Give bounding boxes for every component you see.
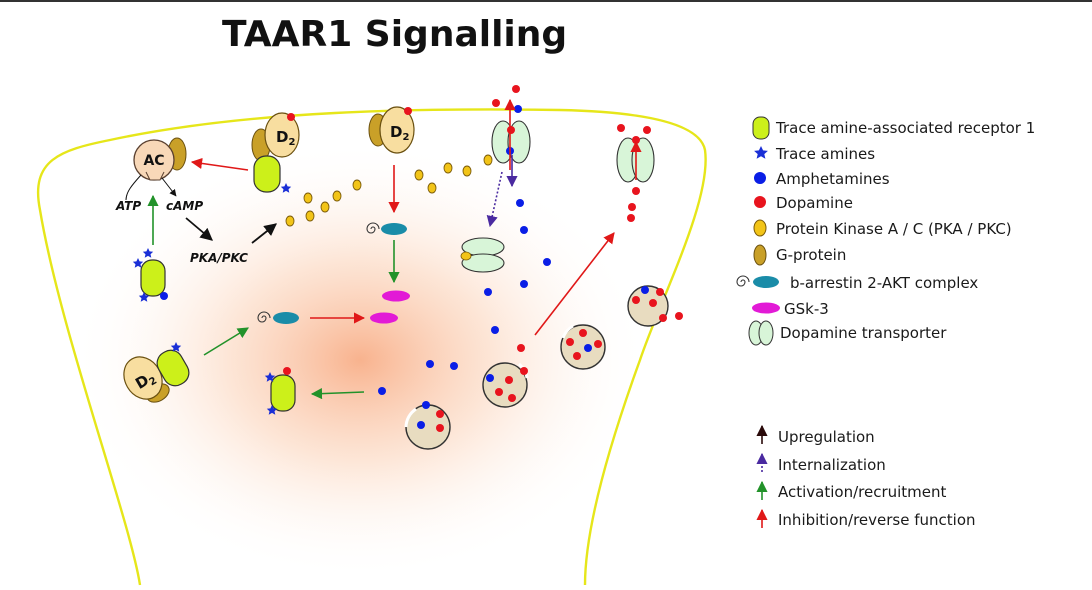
- amphetamine-scatter: [426, 199, 551, 370]
- gsk3-bottom: [370, 312, 398, 324]
- legend-label-gsk3: GSk-3: [784, 300, 829, 318]
- trace-amine-star-icon: [754, 146, 768, 159]
- legend-label-dopamine-transporter: Dopamine transporter: [780, 324, 947, 342]
- legend-label-arrestin-akt: b-arrestin 2-AKT complex: [790, 274, 978, 292]
- cytoplasm-glow: [70, 140, 650, 580]
- amphetamine-near-taar1: [378, 387, 386, 395]
- arrestin-akt-complex-icon: [736, 275, 779, 288]
- d2-receptor-top-middle: D2: [368, 106, 415, 154]
- camp-label: cAMP: [166, 199, 203, 213]
- gsk3-top: [382, 290, 410, 302]
- vesicle-4: [627, 285, 683, 327]
- d2-activate-arrestin-arrow: [203, 327, 249, 356]
- dopamine-transporter-membrane: [491, 85, 531, 164]
- taar1-inhibit-ac-arrow: [190, 157, 249, 171]
- svg-text:D2: D2: [390, 123, 409, 143]
- pka-pkc-oval-icon: [753, 219, 767, 237]
- legend-label-taar1: Trace amine-associated receptor 1: [775, 119, 1035, 137]
- taar1-receptor-icon: [752, 116, 770, 140]
- legend: Trace amine-associated receptor 1 Trace …: [736, 116, 1035, 529]
- legend-label-activation: Activation/recruitment: [778, 483, 947, 501]
- d2-sub-3: 2: [147, 375, 159, 388]
- vesicle-release-arrow: [534, 232, 615, 336]
- legend-label-amphetamines: Amphetamines: [776, 170, 890, 188]
- arrestin-akt-complex-top: [366, 222, 407, 235]
- dopamine-near-vesicle: [517, 344, 525, 352]
- legend-label-dopamine: Dopamine: [776, 194, 853, 212]
- g-protein-oval-icon: [753, 244, 767, 266]
- d2-label-2: D: [390, 123, 402, 141]
- vesicle-3: [560, 324, 606, 370]
- ac-label: AC: [143, 153, 164, 169]
- taar1-receptor-top: [253, 155, 292, 193]
- pka-pkc-label: PKA/PKC: [190, 251, 248, 265]
- cell-membrane: [37, 108, 707, 586]
- pka-to-d2-arrow: [251, 223, 277, 244]
- atp-label: ATP: [115, 199, 141, 213]
- top-border: [0, 0, 1092, 2]
- dat-internalization-arrow: [486, 171, 503, 228]
- d2-sub-1: 2: [288, 137, 295, 148]
- legend-label-internalization: Internalization: [778, 456, 886, 474]
- dopamine-dot-icon: [754, 196, 766, 208]
- legend-label-upregulation: Upregulation: [778, 428, 875, 446]
- legend-label-trace-amines: Trace amines: [775, 145, 875, 163]
- d2-label-1: D: [276, 128, 288, 146]
- legend-label-g-protein: G-protein: [776, 246, 846, 264]
- pka-pkc-cluster: [285, 154, 493, 227]
- vesicle-1: [404, 401, 451, 450]
- arrestin-akt-complex-lower: [257, 311, 299, 324]
- amphetamine-activate-taar1-arrow: [310, 388, 365, 400]
- dopamine-transporter-icon: [748, 320, 774, 346]
- d2-receptor-lower-left: D2: [123, 342, 190, 403]
- legend-label-pka-pkc: Protein Kinase A / C (PKA / PKC): [776, 220, 1012, 238]
- gsk3-oval-icon: [752, 302, 780, 314]
- page-title: TAAR1 Signalling: [222, 14, 567, 55]
- svg-text:D2: D2: [276, 128, 295, 148]
- amphetamine-dot-icon: [754, 172, 766, 184]
- camp-to-pka-arrow: [185, 217, 213, 241]
- adenylyl-cyclase: AC: [133, 137, 187, 181]
- taar1-receptor-lower: [264, 367, 296, 415]
- legend-label-inhibition: Inhibition/reverse function: [778, 511, 976, 529]
- taar1-receptor-left: [132, 248, 168, 302]
- vesicle-2: [482, 362, 529, 408]
- d2-receptor-top-left: D2: [251, 112, 300, 162]
- atp-camp-conversion: ATP cAMP PKA/PKC: [115, 174, 248, 265]
- dopamine-transporter-internalized: [460, 237, 505, 273]
- d2-sub-2: 2: [402, 132, 409, 143]
